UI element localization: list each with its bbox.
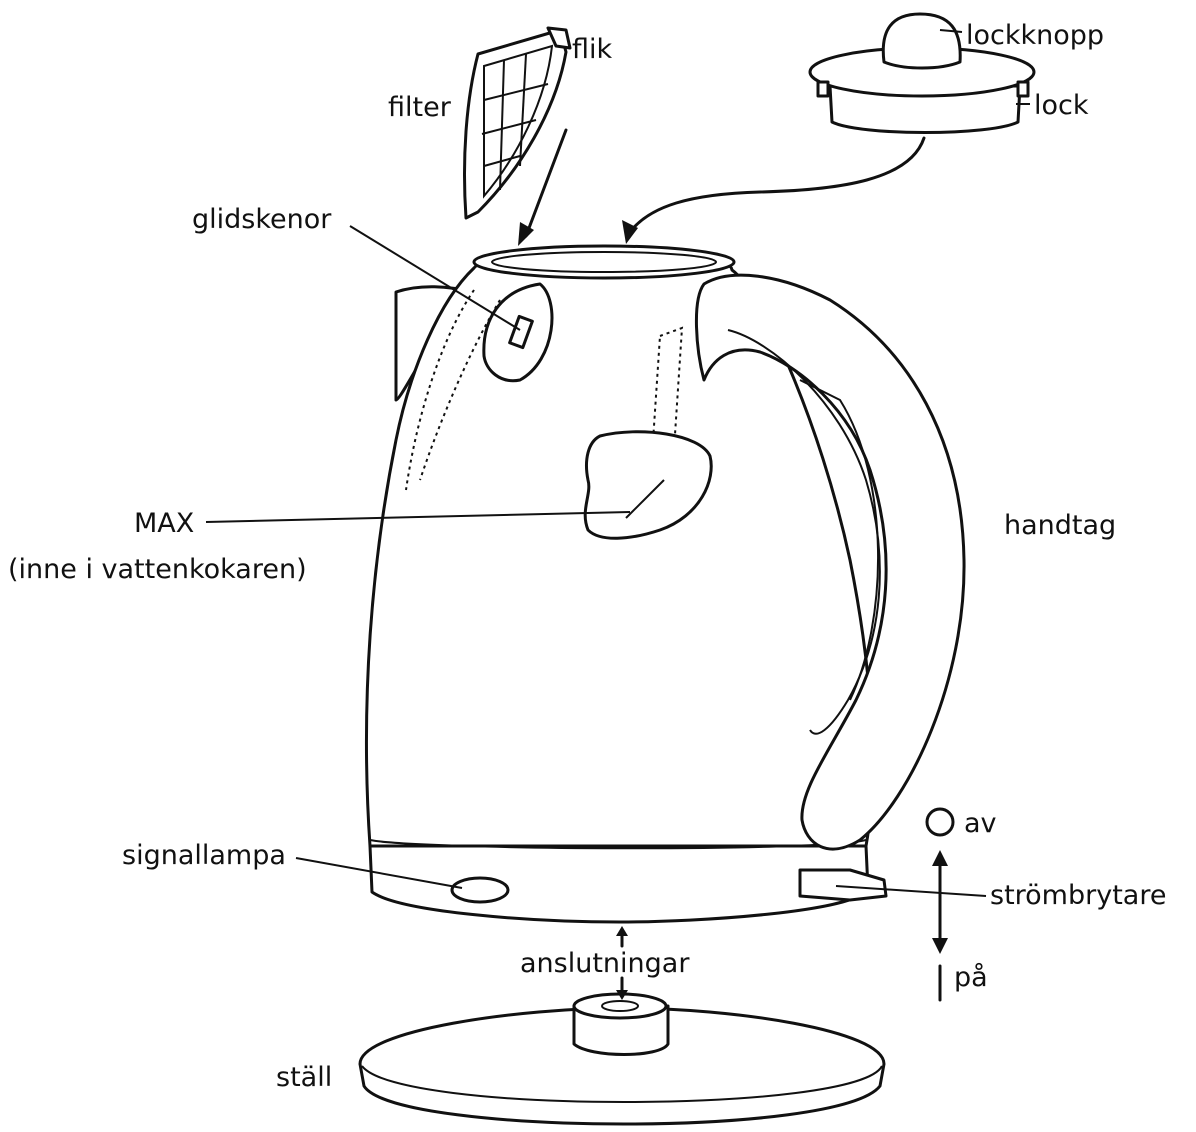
- label-anslutningar: anslutningar: [520, 948, 690, 979]
- kettle-body-drawing: [364, 244, 888, 924]
- base-stand-drawing: [358, 992, 886, 1126]
- label-lockknopp: lockknopp: [966, 20, 1105, 51]
- filter-insert-arrow: [518, 128, 568, 246]
- connector-arrows: [616, 926, 628, 1000]
- lid-insert-arrow: [622, 136, 926, 244]
- label-strombrytare: strömbrytare: [990, 880, 1167, 911]
- handle-drawing: [694, 273, 966, 851]
- switch-indicator-drawing: [925, 807, 955, 1002]
- label-max: MAX: [134, 508, 195, 539]
- label-filter: filter: [388, 92, 451, 123]
- label-flik: flik: [572, 34, 613, 65]
- leader-lines: [205, 29, 1030, 897]
- label-glidskenor: glidskenor: [192, 204, 332, 235]
- label-handtag: handtag: [1004, 510, 1117, 541]
- label-stall: ställ: [276, 1062, 333, 1093]
- label-max-note: (inne i vattenkokaren): [8, 554, 307, 585]
- label-av: av: [964, 808, 997, 839]
- label-signallampa: signallampa: [122, 840, 286, 871]
- filter-drawing: [463, 26, 572, 220]
- label-pa: på: [954, 962, 988, 993]
- label-lock: lock: [1034, 90, 1089, 121]
- lid-drawing: [808, 12, 1036, 134]
